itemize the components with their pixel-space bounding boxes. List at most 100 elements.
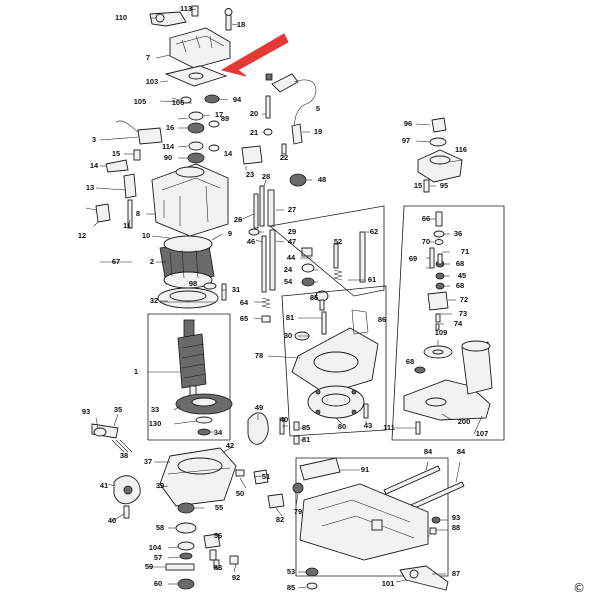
- part-label-55: 55: [215, 503, 223, 512]
- switch-23: [241, 145, 263, 165]
- part-label-59: 59: [145, 562, 153, 571]
- washer-85: [306, 582, 318, 590]
- part-label-84: 84: [457, 447, 466, 456]
- part-label-54: 54: [284, 277, 293, 286]
- guide-bracket-91: [299, 457, 341, 481]
- turret-116: [417, 149, 463, 183]
- ring-17: [188, 111, 204, 121]
- part-label-9: 9: [228, 229, 232, 238]
- part-label-82: 82: [276, 515, 284, 524]
- nut-45: [301, 263, 315, 273]
- base-plate-opening: [313, 351, 359, 373]
- knob-48: [289, 173, 307, 187]
- part-label-97: 97: [402, 136, 410, 145]
- screw-74: [435, 323, 440, 331]
- screw-85b: [293, 421, 300, 431]
- part-label-85: 85: [302, 423, 310, 432]
- part-label-91: 91: [361, 465, 369, 474]
- part-label-14: 14: [224, 149, 233, 158]
- nut-68b: [435, 282, 445, 290]
- part-label-31: 31: [232, 285, 240, 294]
- cord-and-switch-group: [221, 73, 329, 335]
- nut-57: [179, 552, 193, 560]
- part-label-98: 98: [189, 279, 197, 288]
- part-label-93: 93: [82, 407, 90, 416]
- armature-windings: [177, 333, 207, 389]
- part-label-61: 61: [368, 275, 376, 284]
- rail-28: [259, 185, 265, 227]
- part-label-73: 73: [459, 309, 467, 318]
- part-label-71: 71: [461, 247, 469, 256]
- rod-52: [333, 243, 339, 269]
- part-label-65: 65: [240, 314, 248, 323]
- part-label-34: 34: [214, 428, 223, 437]
- part-label-35: 35: [114, 405, 122, 414]
- plug-pin: [265, 73, 273, 81]
- top-cover-group: [149, 5, 233, 104]
- screw-15: [133, 149, 141, 161]
- clamp-hole: [155, 13, 165, 23]
- part-label-68: 68: [456, 281, 464, 290]
- part-label-32: 32: [150, 296, 158, 305]
- part-label-130: 130: [149, 419, 162, 428]
- spring-81: [321, 311, 327, 335]
- bearing-34: [197, 428, 211, 436]
- part-label-13: 13: [86, 183, 94, 192]
- part-label-49: 49: [255, 403, 263, 412]
- part-label-74: 74: [454, 319, 463, 328]
- bracket-12: [95, 203, 111, 223]
- base-opening: [177, 457, 223, 475]
- fan-baffle-32: [157, 287, 219, 309]
- part-label-20: 20: [250, 109, 258, 118]
- part-label-62: 62: [370, 227, 378, 236]
- screw-22: [281, 143, 287, 155]
- part-label-39: 39: [156, 481, 164, 490]
- part-label-66: 66: [422, 214, 430, 223]
- part-label-7: 7: [146, 53, 150, 62]
- screw-111: [415, 421, 421, 435]
- washer-93: [93, 427, 107, 437]
- part-label-46: 46: [247, 237, 255, 246]
- lower-housing-group: [91, 423, 269, 590]
- part-label-47: 47: [288, 237, 296, 246]
- part-label-24: 24: [284, 265, 293, 274]
- part-label-68: 68: [406, 357, 414, 366]
- part-label-58: 58: [156, 523, 164, 532]
- part-label-1: 1: [134, 367, 138, 376]
- knob-49-group: [247, 412, 300, 445]
- part-label-51: 51: [262, 472, 270, 481]
- collet-104: [177, 541, 195, 551]
- base-frame: [281, 285, 387, 437]
- bearing-94: [204, 94, 220, 104]
- washer-70: [434, 239, 444, 245]
- shaft-59: [165, 563, 195, 571]
- thumb-screw-51: [253, 469, 269, 485]
- screw-73: [435, 313, 441, 323]
- fence-slot: [371, 519, 383, 531]
- part-label-78: 78: [255, 351, 263, 360]
- part-label-72: 72: [460, 295, 468, 304]
- part-label-96: 96: [404, 119, 412, 128]
- nut-68c: [414, 366, 426, 374]
- part-label-109: 109: [435, 328, 448, 337]
- rod-84a: [383, 465, 441, 495]
- ring-114: [188, 141, 204, 151]
- fence-86: [299, 483, 429, 561]
- part-label-14: 14: [90, 161, 99, 170]
- screw-20: [265, 95, 271, 119]
- part-label-50: 50: [236, 489, 244, 498]
- part-label-8: 8: [136, 209, 140, 218]
- nut-92: [229, 555, 239, 565]
- part-label-69: 69: [409, 254, 417, 263]
- part-label-48: 48: [318, 175, 326, 184]
- bearing-130: [195, 416, 213, 424]
- depth-stop-group: [269, 205, 385, 297]
- part-label-60: 60: [154, 579, 162, 588]
- clamp-14: [105, 159, 129, 173]
- part-label-41: 41: [100, 481, 108, 490]
- bearing-55: [177, 502, 195, 514]
- screw-40a: [123, 505, 130, 519]
- switch-13: [123, 173, 137, 199]
- parallel-guide-group: [267, 457, 465, 591]
- nut-96: [431, 117, 447, 133]
